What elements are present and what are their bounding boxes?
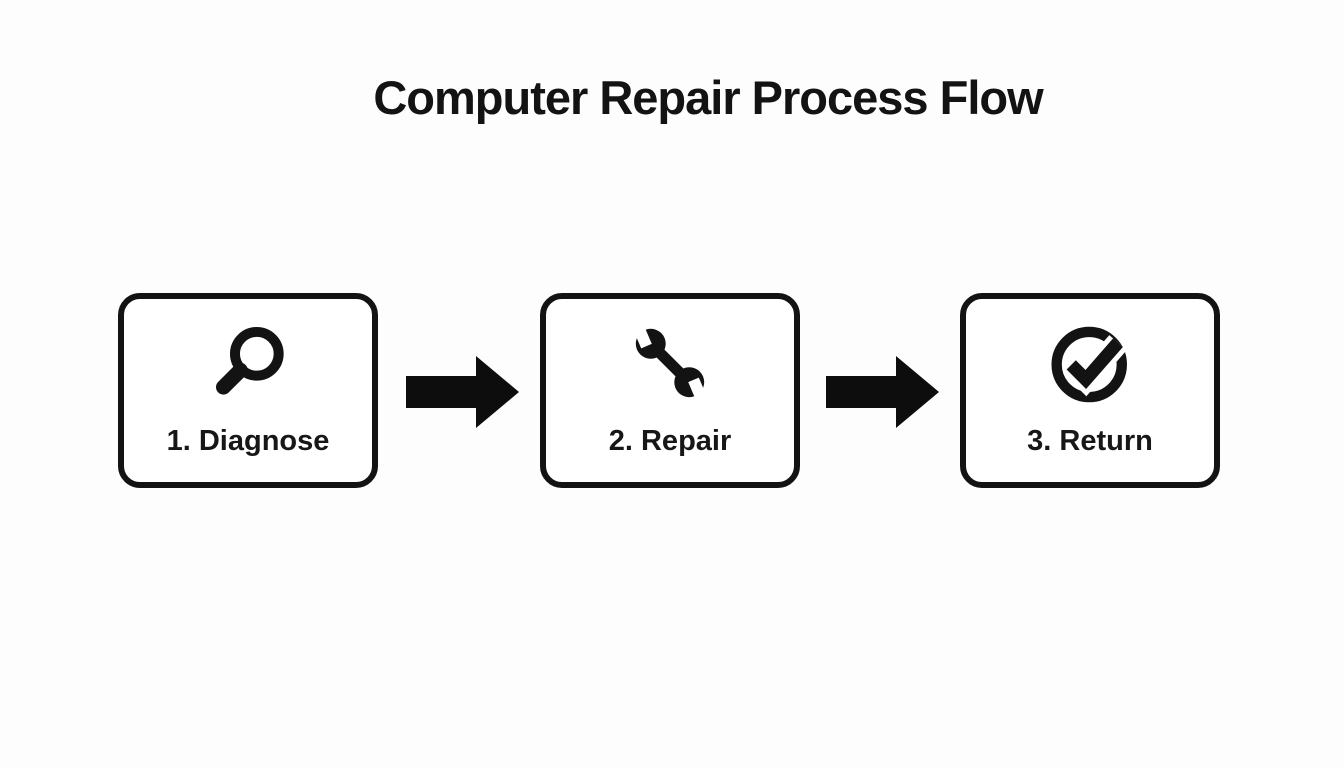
- step-box-repair: 2. Repair: [540, 293, 800, 488]
- diagram-title: Computer Repair Process Flow: [373, 71, 1043, 124]
- arrow-right-icon: [406, 356, 520, 428]
- step-label-diagnose: 1. Diagnose: [166, 425, 330, 457]
- step-box-diagnose: 1. Diagnose: [118, 293, 378, 488]
- step-box-return: 3. Return: [960, 293, 1220, 488]
- magnifier-icon: [202, 315, 294, 411]
- arrow-right-icon: [826, 356, 940, 428]
- check-circle-icon: [1044, 315, 1136, 411]
- step-label-repair: 2. Repair: [608, 425, 732, 457]
- step-label-return: 3. Return: [1027, 425, 1153, 457]
- wrench-icon: [624, 315, 716, 411]
